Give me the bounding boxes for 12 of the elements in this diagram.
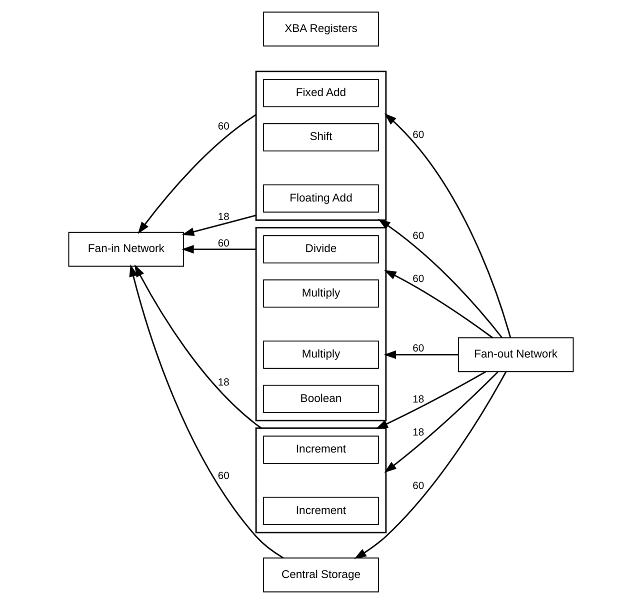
edge-label: 60 xyxy=(217,470,229,482)
edge-label: 60 xyxy=(412,230,424,242)
edge-label: 60 xyxy=(217,122,229,133)
edge-label: 18 xyxy=(412,394,424,406)
edge-label: 60 xyxy=(217,238,229,250)
edge-label: 18 xyxy=(217,212,229,223)
edge-label: 18 xyxy=(412,427,424,438)
edge-label: 60 xyxy=(412,274,424,286)
edge-label: 18 xyxy=(217,378,229,389)
edge-label: 60 xyxy=(412,481,424,492)
edge-label: 60 xyxy=(412,130,424,142)
edge-label: 60 xyxy=(412,344,424,355)
